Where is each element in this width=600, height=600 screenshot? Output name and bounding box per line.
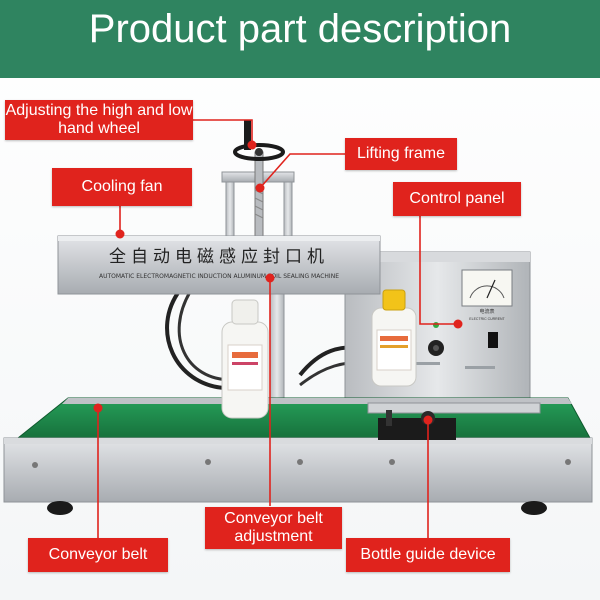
callout-conveyor-belt: Conveyor belt (28, 538, 168, 572)
bottle-guide-rail (367, 402, 541, 414)
leader-hand-wheel (193, 119, 253, 145)
callout-lifting-frame: Lifting frame (345, 138, 457, 170)
page-title: Product part description (88, 7, 512, 51)
callout-bottle-guide: Bottle guide device (346, 538, 510, 572)
meter-sublabel: ELECTRIC CURRENT (469, 317, 505, 321)
marker-lifting-frame (255, 183, 265, 193)
bottle-guide-block (378, 418, 456, 440)
sealing-head-subtitle: AUTOMATIC ELECTROMAGNETIC INDUCTION ALUM… (99, 273, 339, 280)
power-cable (177, 291, 233, 382)
marker-hand-wheel (247, 140, 257, 150)
bottle-right (371, 289, 417, 387)
leader-lifting-frame (259, 153, 345, 189)
indicator-light (433, 322, 439, 328)
meter-label: 电流表 (479, 308, 494, 315)
marker-belt-adjustment (265, 273, 275, 283)
hand-wheel (233, 143, 285, 161)
marker-conveyor-belt (93, 403, 103, 413)
callout-hand-wheel: Adjusting the high and low hand wheel (5, 100, 193, 140)
machine-foot (47, 501, 73, 515)
callout-cooling-fan: Cooling fan (52, 168, 192, 206)
machine-base (3, 437, 593, 503)
ammeter (461, 269, 513, 307)
marker-cooling-fan (115, 229, 125, 239)
screw-rod (254, 151, 264, 245)
marker-control-panel (453, 319, 463, 329)
callout-control-panel: Control panel (393, 182, 521, 216)
bottle-left (221, 299, 269, 419)
lifting-frame-post (283, 181, 293, 243)
sealing-head-title: 全自动电磁感应封口机 (109, 247, 329, 267)
marker-bottle-guide (423, 415, 433, 425)
power-switch (488, 332, 498, 348)
machine-foot (521, 501, 547, 515)
header-bar: Product part description (0, 0, 600, 78)
support-post (269, 289, 285, 403)
lifting-frame-post (225, 181, 235, 243)
callout-belt-adjustment: Conveyor belt adjustment (205, 507, 342, 549)
power-cable (165, 288, 226, 390)
hand-wheel-handle (244, 120, 251, 150)
